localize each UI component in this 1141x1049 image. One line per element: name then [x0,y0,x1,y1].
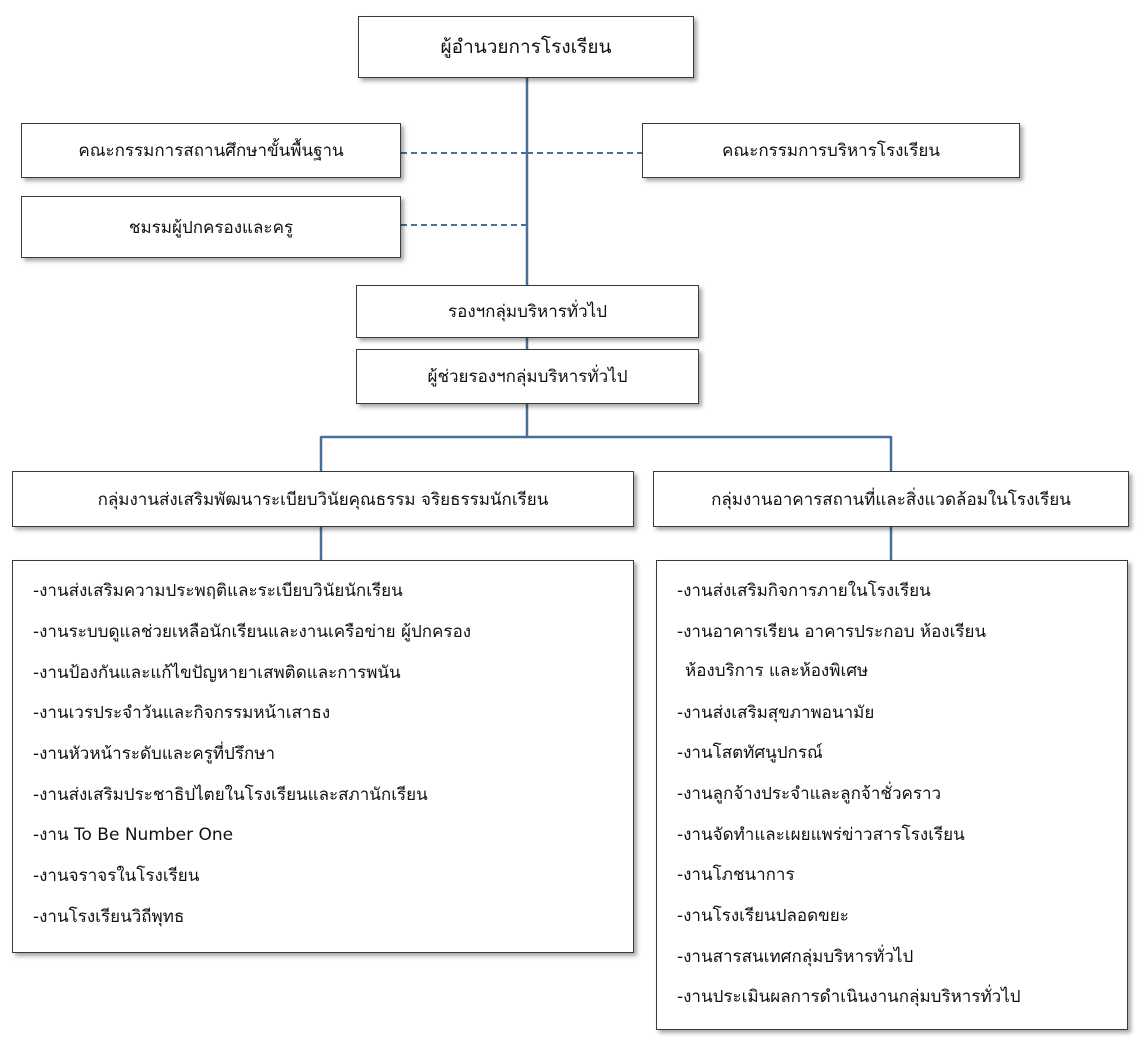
right-task-item: -งานส่งเสริมสุขภาพอนามัย [677,703,875,723]
left-task-list: -งานส่งเสริมความประพฤติและระเบียบวินัยนั… [12,560,634,953]
left-task-item: -งานจราจรในโรงเรียน [33,866,200,886]
left-task-item: -งานระบบดูแลช่วยเหลือนักเรียนและงานเครือ… [33,622,472,642]
left-task-item: -งานหัวหน้าระดับและครูที่ปรึกษา [33,744,276,764]
right-task-item: ห้องบริการ และห้องพิเศษ [685,661,869,681]
group-left-box: กลุ่มงานส่งเสริมพัฒนาระเบียบวินัยคุณธรรม… [12,471,634,527]
group-right-box: กลุ่มงานอาคารสถานที่และสิ่งแวดล้อมในโรงเ… [653,471,1129,527]
left-task-item: -งานป้องกันและแก้ไขปัญหายาเสพติดและการพน… [33,663,401,683]
right-task-item: -งานส่งเสริมกิจการภายในโรงเรียน [677,581,931,601]
deputy-box: รองฯกลุ่มบริหารทั่วไป [356,285,699,338]
parent-club-label: ชมรมผู้ปกครองและครู [128,217,294,238]
assistant-deputy-label: ผู้ช่วยรองฯกลุ่มบริหารทั่วไป [427,367,628,387]
assistant-deputy-box: ผู้ช่วยรองฯกลุ่มบริหารทั่วไป [356,349,699,404]
deputy-label: รองฯกลุ่มบริหารทั่วไป [447,302,607,322]
group-right-label: กลุ่มงานอาคารสถานที่และสิ่งแวดล้อมในโรงเ… [711,489,1071,510]
basic-board-box: คณะกรรมการสถานศึกษาขั้นพื้นฐาน [21,123,401,178]
right-task-item: -งานสารสนเทศกลุ่มบริหารทั่วไป [677,947,914,967]
right-task-item: -งานโภชนาการ [677,865,795,885]
left-task-item: -งาน To Be Number One [33,825,234,845]
admin-board-label: คณะกรรมการบริหารโรงเรียน [722,141,940,161]
right-task-item: -งานจัดทำและเผยแพร่ข่าวสารโรงเรียน [677,825,965,845]
right-task-item: -งานโรงเรียนปลอดขยะ [677,906,849,926]
director-label: ผู้อำนวยการโรงเรียน [440,36,612,58]
director-box: ผู้อำนวยการโรงเรียน [358,16,694,78]
left-task-item: -งานส่งเสริมความประพฤติและระเบียบวินัยนั… [33,581,403,601]
left-task-item: -งานเวรประจำวันและกิจกรรมหน้าเสาธง [33,703,331,723]
group-left-label: กลุ่มงานส่งเสริมพัฒนาระเบียบวินัยคุณธรรม… [97,489,549,510]
right-task-item: -งานโสตทัศนูปกรณ์ [677,743,823,763]
left-task-item: -งานส่งเสริมประชาธิปไตยในโรงเรียนและสภาน… [33,785,428,805]
right-task-item: -งานประเมินผลการดำเนินงานกลุ่มบริหารทั่ว… [677,987,1021,1007]
right-task-item: -งานลูกจ้างประจำและลูกจ้าชั่วคราว [677,784,942,804]
right-task-item: -งานอาคารเรียน อาคารประกอบ ห้องเรียน [677,622,987,642]
admin-board-box: คณะกรรมการบริหารโรงเรียน [642,123,1020,178]
right-task-list: -งานส่งเสริมกิจการภายในโรงเรียน -งานอาคา… [656,560,1128,1030]
left-task-item: -งานโรงเรียนวิถีพุทธ [33,907,185,927]
parent-club-box: ชมรมผู้ปกครองและครู [21,196,401,258]
basic-board-label: คณะกรรมการสถานศึกษาขั้นพื้นฐาน [78,141,344,161]
